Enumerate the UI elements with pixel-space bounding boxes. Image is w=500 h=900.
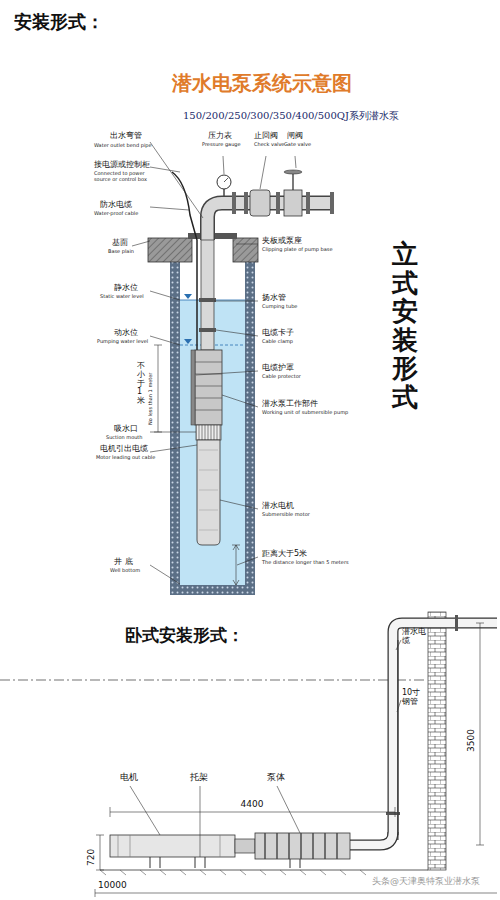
part-label: 电缆卡子 [262,328,294,337]
part-label: 潜水电缆 [402,627,427,645]
part-label: Pumping water level [97,339,148,345]
dimension-label: The distance longer than 5 meters [262,560,349,566]
dimension-label: 距离大于5米 [262,549,307,558]
dimension-label: 10000 [98,880,127,890]
part-label: 接电源或控制柜 [94,160,150,169]
subtitle: 150/200/250/300/350/400/500QJ系列潜水泵 [183,110,399,122]
part-label: Static water level [100,294,144,300]
part-label: 动水位 [114,328,138,337]
part-label: Working unit of submersible pump [262,410,348,416]
part-label: 静水位 [114,283,138,292]
part-label: Well bottom [110,568,140,574]
dimension-label: 不小于1米 [137,362,145,406]
part-label: 电机 [120,772,138,782]
part-label: Cable protector [262,374,301,380]
part-label: 电缆护罩 [262,363,294,372]
part-label: 闸阀 [287,131,303,140]
part-label: Cumping tube [262,304,297,310]
dimension-label: No less than 1 meter [148,373,154,425]
part-label: Submersible motor [262,512,310,518]
part-label: 基面 [112,238,128,247]
part-label: Clipping plate of pump base [262,247,333,253]
part-label: Water outlet bend pipe [94,143,152,149]
dimension-label: 3500 [466,729,476,752]
section-heading: 立式安装形式 [392,240,418,412]
part-label: Pressure gauge [202,142,241,148]
part-label: 压力表 [208,131,232,140]
part-label: Suction mouth [106,435,143,441]
part-label: 防水电缆 [100,200,132,209]
dimension-label: 4400 [241,799,264,809]
diagram-title: 潜水电泵系统示意图 [172,72,352,95]
part-label: 潜水电机 [262,501,294,510]
part-label: Base plain [108,249,134,255]
part-label: 止回阀 [254,131,278,140]
dimension-label: 720 [86,849,96,866]
part-label: Cable clamp [262,339,293,345]
part-label: Gate valve [284,142,311,148]
part-label: Check valve [254,142,284,148]
part-label: 吸水口 [114,424,138,433]
part-label: 扬水管 [262,293,286,302]
part-label: 托架 [190,772,208,782]
part-label: 10寸钢管 [402,688,427,706]
part-label: 井 底 [114,557,133,566]
part-label: 潜水泵工作部件 [262,399,318,408]
page-heading: 安装形式： [14,12,104,33]
part-label: Motor leading out cable [96,455,155,461]
part-label: 泵体 [267,772,285,782]
section-heading: 卧式安装形式： [125,626,244,646]
part-label: 电机引出电缆 [100,444,148,453]
watermark: 头条@天津奥特泵业潜水泵 [372,876,480,886]
part-label: Water-proof cable [94,211,138,217]
part-label: 夹板或泵座 [262,236,302,245]
part-label: Connected to power source or control box [94,171,152,183]
part-label: 出水弯管 [110,131,142,140]
